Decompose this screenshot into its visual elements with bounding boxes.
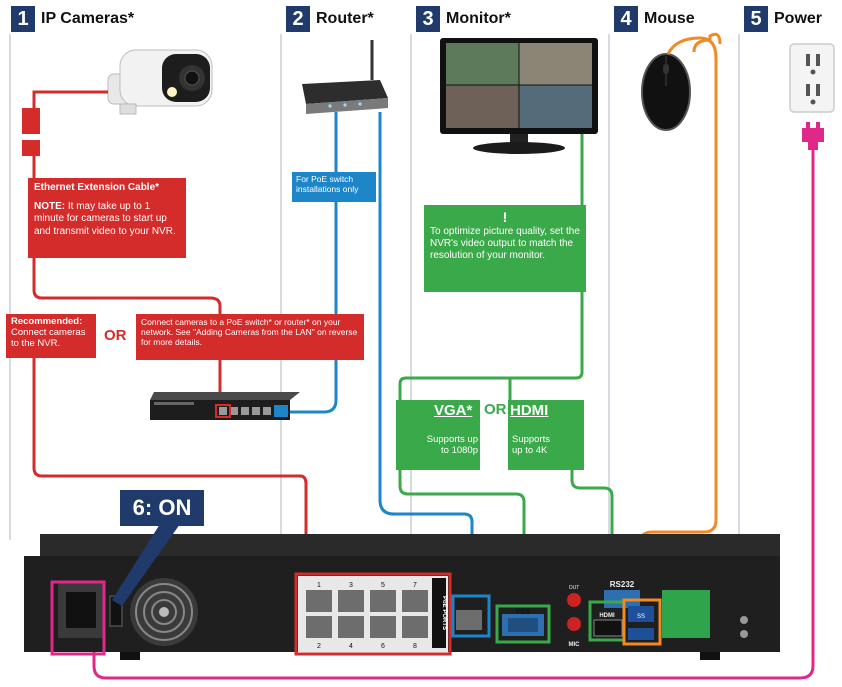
vga-cable xyxy=(398,470,526,606)
step-title: Power xyxy=(774,10,823,27)
or-separator: OR xyxy=(104,327,127,344)
vga-label: VGA* xyxy=(434,402,473,419)
recommended-label: Recommended: xyxy=(11,316,83,327)
vga-port-label: VGA xyxy=(515,609,530,616)
power-on-pointer xyxy=(112,524,180,606)
step-title: Router* xyxy=(316,10,374,27)
port-number: 2 xyxy=(317,643,321,650)
mouse-icon xyxy=(641,32,722,131)
poe-ports-highlight xyxy=(294,572,452,656)
port-number: 5 xyxy=(381,582,385,589)
extension-note: NOTE: It may take up to 1 minute for cam… xyxy=(34,201,180,239)
power-cable xyxy=(92,150,815,680)
power-on-badge: 6: ON xyxy=(120,490,204,526)
power-outlet-icon xyxy=(789,43,835,113)
power-plug-icon xyxy=(802,122,824,150)
vga-box xyxy=(396,400,480,470)
step-number: 2 xyxy=(286,6,310,32)
step-2-header: 2 Router* xyxy=(286,6,374,32)
nvr-icon xyxy=(24,534,780,660)
audio-out-label: OUT xyxy=(569,585,580,591)
step-5-header: 5 Power xyxy=(744,6,822,32)
or-separator: OR xyxy=(484,401,507,418)
poe-switch-note-box: Connect cameras to a PoE switch* or rout… xyxy=(136,314,364,360)
vga-support: Supports up to 1080p xyxy=(426,434,478,457)
power-on-label: 6: ON xyxy=(132,495,192,520)
lan-port-highlight xyxy=(451,594,491,638)
step-4-header: 4 Mouse xyxy=(614,6,695,32)
usb-label: SS xyxy=(637,614,645,620)
poe-ports-label: PoE PORTS xyxy=(441,596,447,630)
router-cable xyxy=(378,112,474,598)
recommended-text: Connect cameras to the NVR. xyxy=(11,326,86,349)
router-note-box: For PoE switch installations only xyxy=(292,172,376,202)
cable-connector xyxy=(22,108,40,134)
mic-label: MIC xyxy=(569,642,581,648)
note-text: It may take up to 1 minute for cameras t… xyxy=(34,200,176,237)
hdmi-support: Supports up to 4K xyxy=(512,434,551,457)
port-number: 7 xyxy=(413,582,417,589)
usb-port-highlight xyxy=(622,598,662,646)
step-number: 3 xyxy=(416,6,440,32)
poe-switch-icon xyxy=(150,392,300,420)
monitor-cable xyxy=(398,292,584,404)
monitor-tip-text: To optimize picture quality, set the NVR… xyxy=(430,225,580,261)
step-1-header: 1 IP Cameras* xyxy=(11,6,134,32)
monitor-tip-box: ! To optimize picture quality, set the N… xyxy=(424,205,586,292)
step-number: 4 xyxy=(614,6,638,32)
step-title: Mouse xyxy=(644,10,695,27)
extension-cable-title: Ethernet Extension Cable* xyxy=(34,182,160,193)
rs232-label: RS232 xyxy=(610,580,635,589)
extension-cable-box: Ethernet Extension Cable* NOTE: It may t… xyxy=(28,178,186,258)
hdmi-cable xyxy=(570,470,614,604)
router-icon xyxy=(302,40,388,114)
camera-cable xyxy=(32,258,222,315)
hdmi-label: HDMI xyxy=(510,402,549,419)
poe-switch-note: Connect cameras to a PoE switch* or rout… xyxy=(141,317,358,348)
port-number: 6 xyxy=(381,643,385,650)
mouse-cable xyxy=(638,36,718,600)
camera-cable xyxy=(32,358,308,580)
ip-camera-icon xyxy=(107,49,213,115)
port-number: 3 xyxy=(349,582,353,589)
hdmi-port-label: HDMI xyxy=(599,613,615,619)
camera-cable xyxy=(32,90,108,108)
cable-connector xyxy=(22,140,40,156)
step-number: 5 xyxy=(744,6,768,32)
router-cable xyxy=(288,202,338,414)
monitor-icon xyxy=(440,38,598,154)
recommended-box: Recommended: Connect cameras to the NVR. xyxy=(6,314,96,358)
port-number: 4 xyxy=(349,643,353,650)
router-note: For PoE switch installations only xyxy=(296,174,359,195)
hdmi-box xyxy=(508,400,584,470)
step-title: IP Cameras* xyxy=(41,10,135,27)
port-number: 8 xyxy=(413,643,417,650)
vga-port-highlight xyxy=(495,604,551,644)
warning-icon: ! xyxy=(502,209,508,225)
power-inlet-highlight xyxy=(50,580,106,656)
port-number: 1 xyxy=(317,582,321,589)
note-label: NOTE: xyxy=(34,200,66,212)
step-title: Monitor* xyxy=(446,10,511,27)
step-number: 1 xyxy=(11,6,35,32)
step-3-header: 3 Monitor* xyxy=(416,6,511,32)
